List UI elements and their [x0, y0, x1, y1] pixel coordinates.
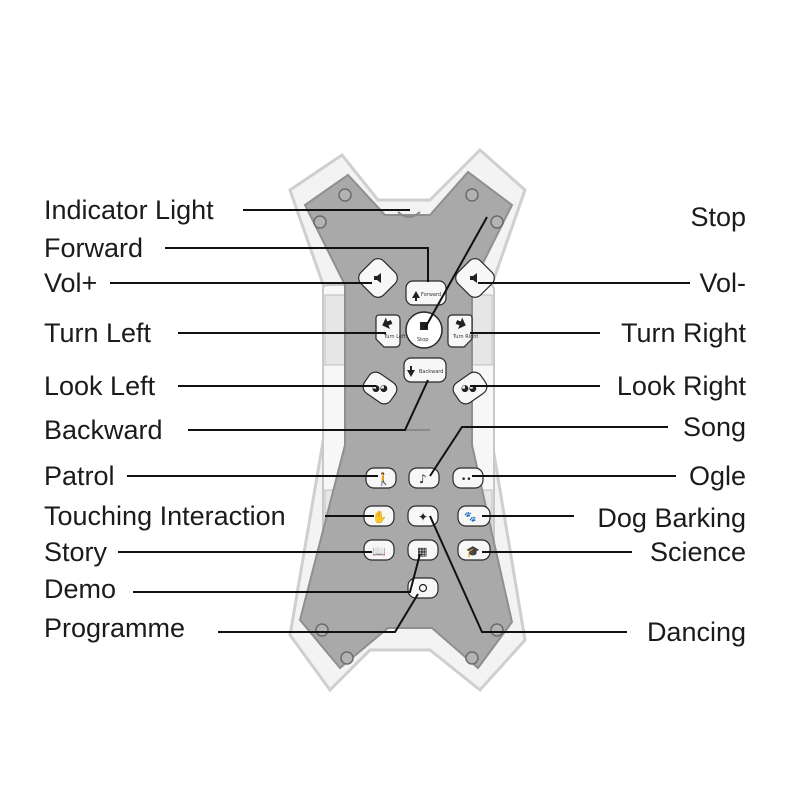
forward-button[interactable]: Forward	[405, 280, 447, 306]
eyes-icon: ◕◕	[461, 384, 477, 394]
screw-top-right-inner	[490, 215, 504, 229]
turn-left-arrow-icon	[382, 317, 393, 329]
label-science: Science	[650, 537, 746, 567]
stop-square-icon	[420, 322, 428, 330]
remote-buttons: Forward Stop Turn Left Turn Right Backwa…	[355, 255, 497, 599]
science-button[interactable]: 🎓	[457, 539, 491, 561]
label-backward: Backward	[44, 415, 163, 445]
label-programme: Programme	[44, 613, 185, 643]
label-look-right: Look Right	[617, 371, 747, 401]
screw-top-right	[465, 188, 479, 202]
label-song: Song	[683, 412, 746, 442]
vol-plus-button[interactable]	[355, 255, 400, 300]
dancing-figure-icon: ✦	[418, 510, 428, 524]
label-dog-barking: Dog Barking	[597, 503, 746, 533]
backward-button[interactable]: Backward	[403, 357, 447, 383]
label-vol-minus: Vol-	[699, 268, 746, 298]
eyes-icon: ◕◕	[372, 384, 388, 394]
screw-bottom-right-inner	[465, 651, 479, 665]
turn-left-button[interactable]: Turn Left	[375, 314, 406, 348]
screw-bottom-left	[315, 623, 329, 637]
label-stop: Stop	[690, 202, 746, 232]
book-icon: 📖	[372, 545, 386, 558]
checker-flag-icon: ▦	[417, 545, 427, 558]
turn-right-button[interactable]: Turn Right	[447, 314, 478, 348]
stop-button-text: Stop	[417, 337, 428, 343]
patrol-button[interactable]: 🚶	[365, 467, 397, 489]
screw-bottom-left-inner	[340, 651, 354, 665]
ogle-button[interactable]: ••	[452, 467, 484, 489]
music-note-icon: ♪	[419, 472, 427, 486]
walking-person-icon: 🚶	[376, 472, 391, 486]
graduation-cap-icon: 🎓	[466, 545, 480, 558]
stop-button[interactable]: Stop	[405, 311, 443, 349]
programme-button[interactable]	[407, 577, 439, 599]
label-turn-right: Turn Right	[621, 318, 747, 348]
dancing-button[interactable]: ✦	[407, 505, 439, 527]
leader-lines	[110, 209, 690, 633]
vol-minus-button[interactable]	[452, 255, 497, 300]
label-ogle: Ogle	[689, 461, 746, 491]
label-story: Story	[44, 537, 108, 567]
label-look-left: Look Left	[44, 371, 156, 401]
ogle-eyes-icon: ••	[461, 475, 472, 485]
speaker-icon	[374, 273, 381, 283]
look-right-button[interactable]: ◕◕	[450, 369, 490, 407]
dog-paw-icon: 🐾	[464, 511, 476, 523]
speaker-icon	[470, 273, 477, 283]
label-vol-plus: Vol+	[44, 268, 97, 298]
label-touching-interaction: Touching Interaction	[44, 501, 286, 531]
screw-top-left	[338, 188, 352, 202]
hand-icon: ✋	[372, 510, 387, 524]
screw-bottom-right	[490, 623, 504, 637]
label-forward: Forward	[44, 233, 143, 263]
arrow-up-icon	[412, 291, 420, 301]
turn-left-button-text: Turn Left	[383, 334, 406, 340]
arrow-down-icon	[407, 366, 415, 377]
forward-button-text: Forward	[421, 292, 441, 298]
turn-right-arrow-icon	[455, 317, 466, 329]
label-indicator-light: Indicator Light	[44, 195, 214, 225]
song-button[interactable]: ♪	[408, 467, 440, 489]
callout-labels: Indicator Light Forward Vol+ Turn Left L…	[44, 195, 746, 647]
label-dancing: Dancing	[647, 617, 746, 647]
programme-circle-icon	[418, 583, 428, 593]
label-patrol: Patrol	[44, 461, 115, 491]
backward-button-text: Backward	[419, 369, 443, 375]
label-turn-left: Turn Left	[44, 318, 152, 348]
remote-body	[288, 147, 527, 693]
screw-top-left-inner	[313, 215, 327, 229]
turn-right-button-text: Turn Right	[452, 334, 478, 340]
look-left-button[interactable]: ◕◕	[360, 369, 400, 407]
story-button[interactable]: 📖	[363, 539, 395, 561]
label-demo: Demo	[44, 574, 116, 604]
demo-button[interactable]: ▦	[407, 539, 439, 561]
